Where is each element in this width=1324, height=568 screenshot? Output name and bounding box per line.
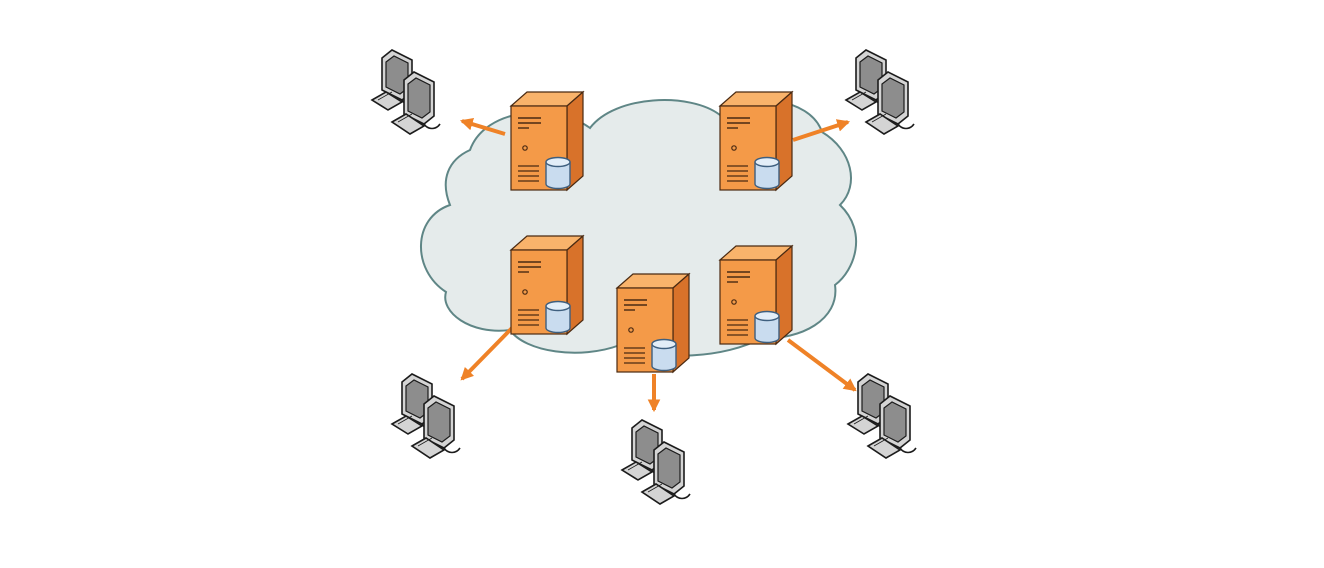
server-with-database-icon: [719, 245, 793, 345]
workstation-icon: [847, 373, 917, 459]
server-with-database-icon: [616, 273, 690, 373]
server-with-database-icon: [719, 91, 793, 191]
workstation-icon: [845, 49, 915, 135]
arrow-server-1-to-client-1: [459, 117, 506, 136]
workstation-icon: [391, 373, 461, 459]
arrow-server-3-to-client-3: [460, 326, 514, 381]
workstation-icon: [371, 49, 441, 135]
connections: [459, 117, 857, 413]
arrow-server-5-to-client-5: [786, 338, 857, 392]
server-with-database-icon: [510, 235, 584, 335]
server-with-database-icon: [510, 91, 584, 191]
arrow-server-2-to-client-2: [792, 119, 851, 142]
workstation-icon: [621, 419, 691, 505]
